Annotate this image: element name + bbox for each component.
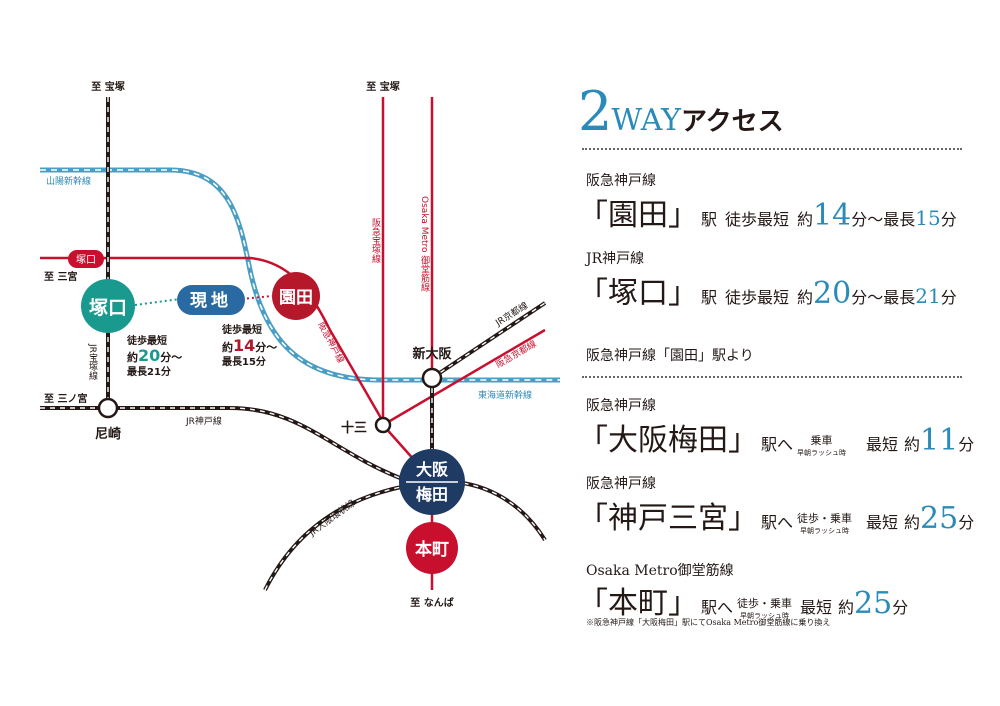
svg-text:塚口: 塚口 (76, 254, 96, 266)
svg-text:大阪: 大阪 (416, 460, 449, 479)
jr-kobe-line (40, 406, 433, 484)
sanyo-tokaido-shinkansen-line (40, 167, 560, 383)
label-jr-takarazuka: JR宝塚線 (87, 343, 98, 380)
label-hankyu-takarazuka: 阪急宝塚線 (370, 218, 381, 263)
svg-text:約20分～: 約20分～ (127, 346, 182, 365)
line-name-hankyu-kobe-2: 阪急神戸線 (586, 398, 656, 414)
line-name-jr-kobe: JR神戸線 (586, 251, 645, 267)
label-amagasaki: 尼崎 (95, 426, 121, 442)
label-midosuji: Osaka Metro 御堂筋線 (419, 196, 430, 291)
svg-text:最長21分: 最長21分 (127, 365, 171, 378)
station-amagasaki (97, 397, 119, 419)
walk-link-sonoda (241, 295, 273, 300)
station-tsukaguchi-jr: 塚口 (81, 279, 135, 333)
svg-text:徒歩最短: 徒歩最短 (126, 334, 167, 347)
label-sanyo-shinkansen: 山陽新幹線 (46, 175, 91, 187)
line-name-hankyu-kobe-3: 阪急神戸線 (586, 476, 656, 492)
label-shinosaka: 新大阪 (412, 346, 452, 362)
station-sonoda: 園田 (272, 272, 320, 320)
label-jr-kobe: JR神戸線 (185, 415, 222, 427)
svg-text:塚口: 塚口 (89, 297, 127, 319)
divider (582, 376, 962, 378)
walk-link-tsukaguchi (134, 298, 181, 306)
line-name-hankyu-kobe-1: 阪急神戸線 (586, 173, 656, 189)
label-jr-loop: JR大阪環状線 (306, 497, 357, 539)
station-shinosaka (421, 367, 443, 389)
svg-text:徒歩最短: 徒歩最短 (221, 323, 262, 336)
station-honmachi: 本町 (406, 522, 458, 574)
access-title: 2WAYアクセス (578, 80, 784, 143)
direction-sannomiya: 至 三宮 (44, 270, 77, 283)
label-hankyu-kobe: 阪急神戸線 (315, 320, 347, 365)
svg-text:現地: 現地 (190, 290, 232, 311)
current-location-marker: 現地 (177, 285, 245, 315)
from-sonoda-heading: 阪急神戸線「園田」駅より (586, 348, 754, 364)
station-tsukaguchi-hankyu: 塚口 (68, 250, 104, 268)
hankyu-kyoto-line (382, 328, 546, 427)
direction-takarazuka-hankyu: 至 宝塚 (366, 80, 399, 93)
walk-time-tsukaguchi: 徒歩最短 約20分～ 最長21分 (126, 334, 182, 378)
station-osaka-umeda: 大阪 梅田 (399, 449, 465, 515)
direction-takarazuka-jr: 至 宝塚 (91, 80, 124, 93)
svg-text:約14分～: 約14分～ (222, 336, 277, 355)
svg-text:園田: 園田 (279, 288, 313, 308)
divider (582, 148, 962, 150)
label-tokaido-shinkansen: 東海道新幹線 (478, 389, 532, 401)
direction-namba: 至 なんば (410, 596, 453, 609)
label-juso: 十三 (341, 420, 367, 436)
route-map: 塚口 塚口 現地 園田 大阪 梅田 本町 至 宝塚 至 宝塚 至 三宮 至 三ノ… (40, 80, 560, 609)
direction-sannomiya2: 至 三ノ宮 (44, 392, 87, 405)
line-name-midosuji: Osaka Metro御堂筋線 (586, 563, 734, 579)
walk-time-sonoda: 徒歩最短 約14分～ 最長15分 (221, 323, 277, 368)
svg-text:最長15分: 最長15分 (222, 355, 266, 368)
label-hankyu-kyoto: 阪急京都線 (494, 338, 539, 371)
station-juso (374, 416, 392, 434)
transfer-note: ※阪急神戸線「大阪梅田」駅にてOsaka Metro御堂筋線に乗り換え (586, 618, 831, 627)
svg-text:梅田: 梅田 (416, 485, 448, 504)
jr-kyoto-line (430, 301, 547, 380)
svg-text:本町: 本町 (415, 539, 449, 560)
